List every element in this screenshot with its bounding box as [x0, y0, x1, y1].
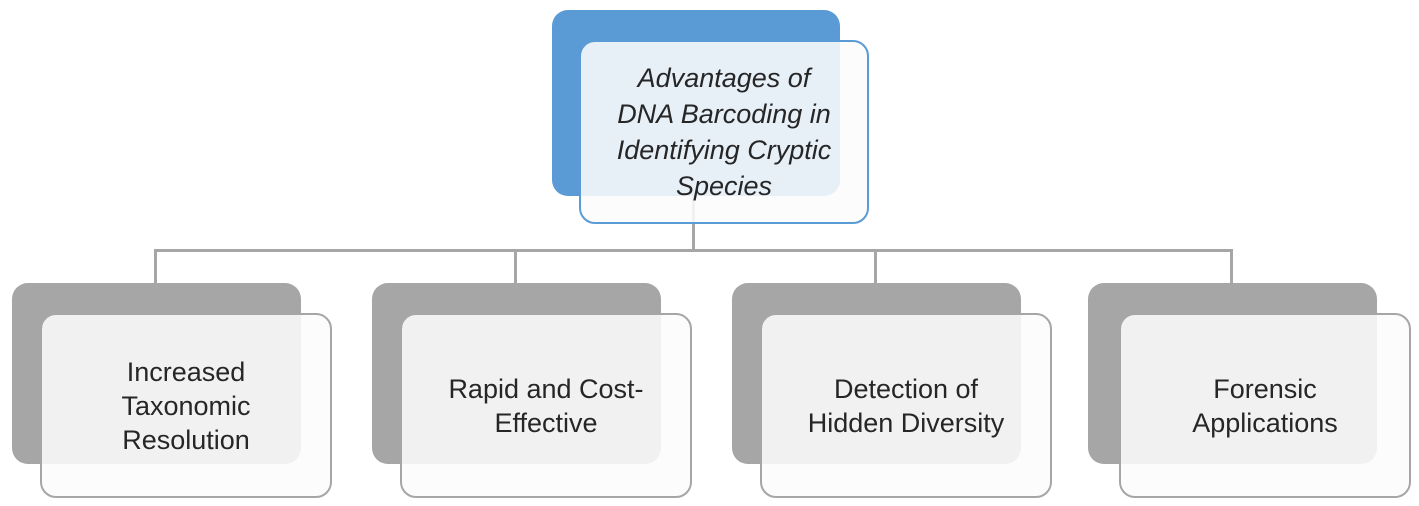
child-node-box: Forensic Applications: [1119, 313, 1411, 498]
child-node-label: Increased Taxonomic Resolution: [121, 356, 251, 455]
root-node-box: Advantages of DNA Barcoding in Identifyi…: [579, 40, 869, 224]
connector-horizontal: [154, 249, 1233, 252]
child-node-box: Rapid and Cost-Effective: [400, 313, 692, 498]
child-node-box: Increased Taxonomic Resolution: [40, 313, 332, 498]
connector-drop-2: [514, 249, 517, 284]
connector-drop-1: [154, 249, 157, 284]
child-node-label: Detection of Hidden Diversity: [807, 373, 1005, 438]
child-node-label: Rapid and Cost-Effective: [448, 373, 644, 438]
connector-drop-4: [1230, 249, 1233, 284]
connector-drop-3: [874, 249, 877, 284]
root-node-label: Advantages of DNA Barcoding in Identifyi…: [616, 63, 832, 201]
child-node-label: Forensic Applications: [1192, 373, 1338, 438]
child-node-box: Detection of Hidden Diversity: [760, 313, 1052, 498]
